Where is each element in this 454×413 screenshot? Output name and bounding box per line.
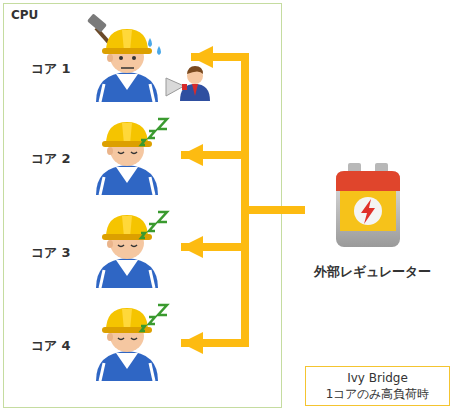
illustration-part (336, 171, 400, 191)
worker-figure (96, 122, 158, 195)
megaphone (166, 78, 184, 96)
power-arrow (181, 155, 305, 210)
worker-figure (96, 215, 158, 288)
illustration-part (336, 171, 400, 247)
power-arrow (191, 57, 305, 210)
sweat-drop (148, 38, 152, 47)
node-label: コア 3 (31, 245, 93, 261)
illustration-part (118, 245, 137, 247)
core-box: コア 4 (26, 304, 181, 389)
illustration-part (119, 56, 123, 60)
core3-worker (96, 212, 167, 288)
node-label: コア 1 (31, 61, 93, 77)
illustration-part (118, 152, 137, 154)
illustration-part (182, 84, 187, 90)
illustration-part (192, 84, 198, 96)
sleep-mark (141, 212, 167, 238)
power-arrow (181, 210, 305, 343)
node-label: コア 2 (31, 151, 93, 167)
node-label: Ivy Bridge (306, 370, 449, 386)
node-label: CPU (11, 7, 71, 23)
cpu-box: CPU コア 1 コア 2 コア 3 コア 4 (3, 3, 282, 408)
power-arrow (181, 210, 305, 247)
sweat-drop (157, 46, 161, 55)
node-label: 1コアのみ高負荷時 (306, 386, 449, 402)
core4-worker (96, 305, 167, 381)
battery-icon (336, 163, 400, 247)
illustration-part (354, 197, 382, 225)
illustration-part (187, 66, 203, 74)
core-box: コア 2 (26, 119, 181, 204)
illustration-part (340, 191, 396, 231)
worker-figure (96, 308, 158, 381)
sleep-mark (141, 119, 167, 145)
regulator-box: 外部レギュレーター (305, 160, 440, 290)
note-box: Ivy Bridge1コアのみ高負荷時 (305, 366, 450, 406)
boss-figure (166, 66, 210, 101)
core1-worker (87, 13, 161, 102)
core-box: コア 3 (26, 212, 181, 297)
core-box: コア 1 (26, 26, 191, 106)
node-label: コア 4 (31, 338, 93, 354)
worker-figure (96, 29, 158, 102)
illustration-part (361, 199, 375, 224)
illustration-part (121, 67, 134, 69)
illustration-part (118, 338, 137, 340)
illustration-part (180, 84, 210, 101)
hammer-head (87, 13, 107, 32)
illustration-part (132, 56, 136, 60)
core2-worker (96, 119, 167, 195)
node-label: 外部レギュレーター (305, 264, 440, 280)
sleep-mark (141, 305, 167, 331)
